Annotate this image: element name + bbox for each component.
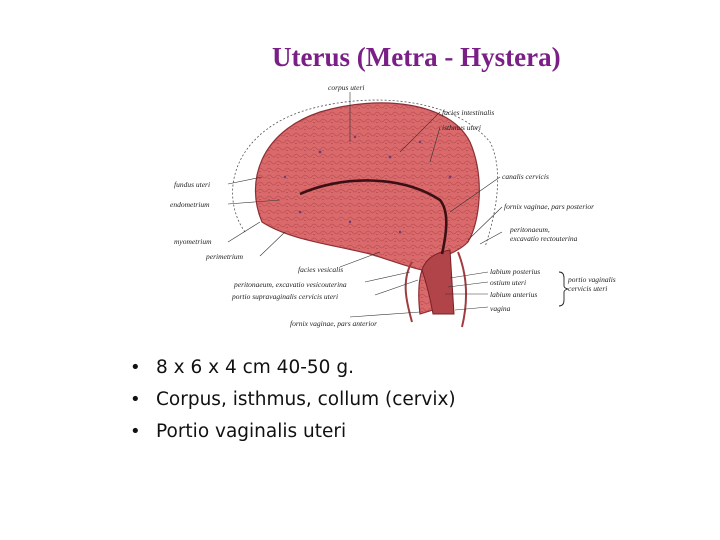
label-portio-vaginalis-1: portio vaginalis <box>567 275 616 284</box>
bullet-dot-icon: • <box>130 357 141 378</box>
label-fundus-uteri: fundus uteri <box>174 180 210 189</box>
bullet-list: • 8 x 6 x 4 cm 40-50 g. • Corpus, isthmus,… <box>130 357 456 453</box>
label-vagina: vagina <box>490 304 511 313</box>
bullet-text: 8 x 6 x 4 cm 40-50 g. <box>156 357 354 378</box>
bullet-item: • Portio vaginalis uteri <box>130 421 456 453</box>
label-portio-vaginalis-2: cervicis uteri <box>568 284 607 293</box>
label-canalis-cervicis: canalis cervicis <box>502 172 549 181</box>
bullet-item: • Corpus, isthmus, collum (cervix) <box>130 389 456 421</box>
bullet-text: Portio vaginalis uteri <box>156 421 347 442</box>
label-fornix-posterior: fornix vaginae, pars posterior <box>504 202 594 211</box>
bullet-text: Corpus, isthmus, collum (cervix) <box>156 389 456 410</box>
cervix-segment <box>421 249 455 315</box>
vaginal-wall <box>404 251 468 328</box>
vessel-dots <box>283 135 452 234</box>
label-ostium-uteri: ostium uteri <box>490 278 526 287</box>
label-facies-vesicalis: facies vesicalis <box>298 265 343 274</box>
uterus-illustration: corpus uteri facies intestinalis isthmus… <box>170 83 616 328</box>
perimetrium-outline <box>232 99 499 248</box>
bullet-dot-icon: • <box>130 389 141 410</box>
label-labium-anterius: labium anterius <box>490 290 537 299</box>
label-labium-posterius: labium posterius <box>490 267 540 276</box>
bullet-dot-icon: • <box>130 421 141 442</box>
label-isthmus-uteri: isthmus uteri <box>442 123 481 132</box>
uterine-cavity <box>299 179 448 255</box>
uterine-body <box>254 102 480 315</box>
label-fornix-anterior: fornix vaginae, pars anterior <box>290 319 377 328</box>
label-corpus-uteri: corpus uteri <box>328 83 364 92</box>
label-perimetrium: perimetrium <box>205 252 244 261</box>
label-myometrium: myometrium <box>174 237 212 246</box>
label-endometrium: endometrium <box>170 200 210 209</box>
label-peritoneum-rect-2: excavatio rectouterina <box>510 234 578 243</box>
label-facies-intestinalis: facies intestinalis <box>442 108 494 117</box>
label-peritoneum-vesico: peritonaeum, excavatio vesicouterina <box>233 280 347 289</box>
label-portio-supravaginalis: portio supravaginalis cervicis uteri <box>231 292 338 301</box>
bullet-item: • 8 x 6 x 4 cm 40-50 g. <box>130 357 456 389</box>
label-peritoneum-rect-1: peritonaeum, <box>509 225 550 234</box>
portio-brace <box>558 271 569 307</box>
uterus-diagram: corpus uteri facies intestinalis isthmus… <box>150 82 640 332</box>
slide-title: Uterus (Metra - Hystera) <box>272 42 561 72</box>
